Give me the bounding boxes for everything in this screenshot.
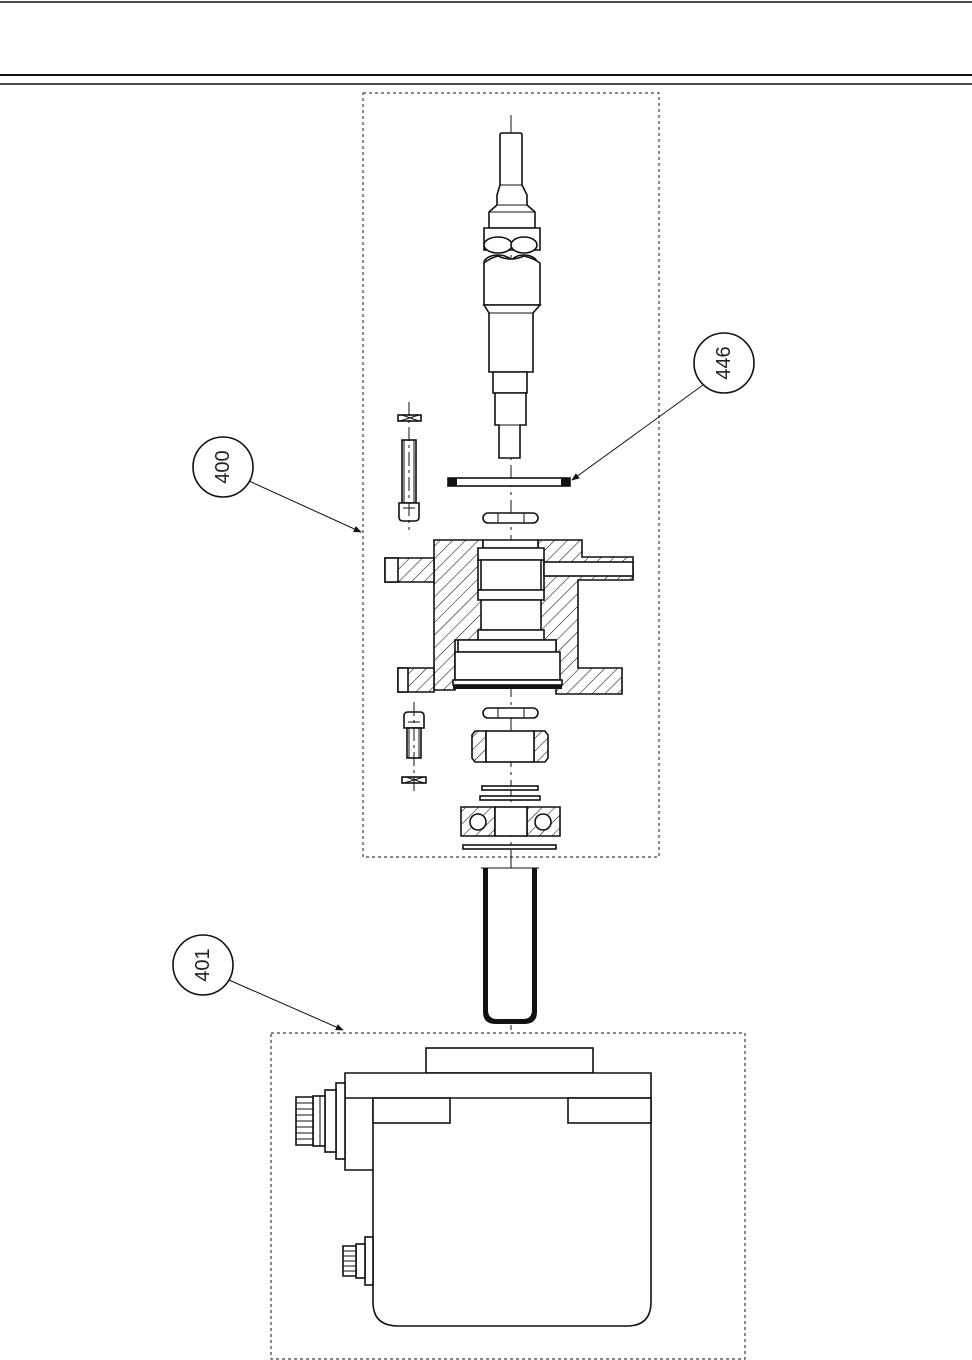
flange-housing-section bbox=[385, 540, 633, 694]
drive-coupling-sleeve bbox=[481, 868, 539, 1024]
callout-400-label: 400 bbox=[212, 450, 234, 483]
motor-housing-401 bbox=[296, 1048, 651, 1326]
spindle-shaft bbox=[484, 133, 540, 458]
shim-washers bbox=[480, 786, 540, 800]
bushing-section bbox=[472, 731, 548, 762]
callout-401-label: 401 bbox=[192, 948, 214, 981]
callout-446: 446 bbox=[572, 333, 754, 480]
callout-446-label: 446 bbox=[713, 346, 735, 379]
callout-401: 401 bbox=[173, 935, 343, 1030]
lower-o-ring bbox=[483, 708, 538, 718]
callout-400: 400 bbox=[193, 437, 361, 532]
upper-cap-screw bbox=[398, 402, 421, 530]
upper-o-ring bbox=[483, 513, 538, 523]
header-rules bbox=[0, 2, 972, 84]
lower-cap-screw bbox=[402, 702, 426, 795]
seal-ring-446 bbox=[448, 478, 570, 486]
